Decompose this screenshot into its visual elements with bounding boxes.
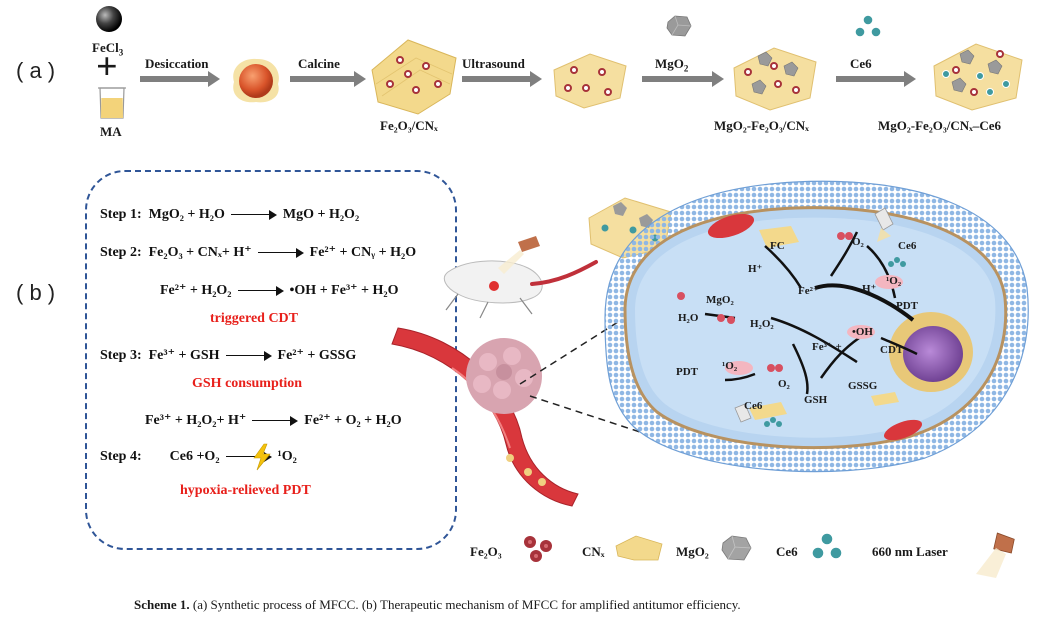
panel-a-arrows <box>140 71 916 87</box>
arrow-calcine <box>290 71 366 87</box>
product-fe2o3-cnx: Fe₂O₃/CNₓ <box>380 118 438 133</box>
legend-fe2o3-label: Fe₂O₃ <box>470 544 502 559</box>
cell-label-gssg: GSSG <box>848 380 878 392</box>
label-gsh-consumption: GSH consumption <box>192 376 303 391</box>
arrow-desiccation <box>140 71 220 87</box>
legend-ce6-label: Ce6 <box>776 544 798 559</box>
legend-cnx-label: CNₓ <box>582 544 605 559</box>
label-mgo2: MgO2 <box>655 56 689 74</box>
cell-label-singlet-top: ¹O₂ <box>886 275 902 287</box>
arrow-mgo2 <box>642 71 724 87</box>
cell-label-ce6-top: Ce6 <box>898 240 917 252</box>
fe2o3-cnx-sheet <box>371 39 457 115</box>
label-triggered-cdt: triggered CDT <box>210 311 298 326</box>
beaker-icon <box>98 87 126 119</box>
arrow-ce6 <box>836 71 916 87</box>
panel-a-label: ( a ) <box>16 58 56 83</box>
cell-label-o2-mid: O₂ <box>778 378 790 390</box>
label-hypoxia-relieved-pdt: hypoxia-relieved PDT <box>180 483 311 498</box>
fecl3-sphere-icon <box>96 6 122 32</box>
laser-pointer-icon <box>734 207 894 423</box>
product-mgo2-fe2o3-cnx: MgO₂-Fe₂O₃/CNₓ <box>714 118 809 133</box>
tumor-cell <box>604 180 1029 473</box>
cell-label-cdt: CDT <box>880 344 904 356</box>
ce6-cluster-icon <box>854 14 882 38</box>
cell-label-h2o2: H₂O₂ <box>750 318 774 330</box>
cell-label-ce6-bottom: Ce6 <box>744 400 763 412</box>
arrow-ultrasound <box>462 71 542 87</box>
cell-label-o2-top: O₂ <box>852 236 864 248</box>
product-mgo2-fe2o3-cnx-ce6: MgO₂-Fe₂O₃/CNₓ–Ce6 <box>878 118 1001 133</box>
reagent-ma: MA <box>100 124 122 139</box>
plus-sign: + <box>96 46 118 88</box>
label-calcine: Calcine <box>298 56 340 71</box>
ce6-particles-icon <box>811 532 843 560</box>
cell-label-singlet-left: ¹O₂ <box>722 360 738 372</box>
nucleus-icon <box>889 312 973 392</box>
cnx-sheet-icon <box>615 535 663 561</box>
mitochondria-icon <box>707 213 922 441</box>
panel-b-label: ( b ) <box>16 280 56 305</box>
mgo2-cluster-icon <box>721 535 752 561</box>
cell-label-pdt-right: PDT <box>896 300 918 312</box>
fe2o3-particles-icon <box>524 536 552 562</box>
equation-o2-generation: Fe³⁺ + H₂O₂+ H⁺Fe²⁺ + O₂ + H₂O <box>145 413 402 428</box>
cell-label-fe2: Fe²⁺ <box>798 285 819 297</box>
cell-label-fc: FC <box>770 240 785 252</box>
tumor-icon <box>466 338 542 414</box>
reagent-fecl3: FeCl3 <box>92 40 124 58</box>
lightning-icon <box>253 443 271 471</box>
equation-fenton: Fe²⁺ + H₂O₂•OH + Fe³⁺ + H₂O <box>160 283 399 298</box>
mgo2-rock-icon <box>666 15 692 37</box>
laser-icon <box>976 532 1015 578</box>
cell-label-h2o: H₂O <box>678 312 699 324</box>
cell-label-mgo2: MgO₂ <box>706 294 734 306</box>
ultrasound-sheet <box>553 53 627 109</box>
mouse-illustration <box>443 236 598 319</box>
legend-mgo2-label: MgO₂ <box>676 544 709 559</box>
cell-label-hplus-1: H⁺ <box>748 263 763 275</box>
blood-vessel-tumor <box>391 327 579 507</box>
mgo2-fe2o3-cnx-sheet <box>733 47 817 111</box>
figure-caption: Scheme 1. (a) Synthetic process of MFCC.… <box>134 597 741 612</box>
cell-label-gsh: GSH <box>804 394 828 406</box>
cell-label-fe3: Fe³⁺ + <box>812 341 842 353</box>
cell-label-pdt-left: PDT <box>676 366 698 378</box>
mgo2-fe2o3-cnx-ce6-sheet <box>933 43 1023 111</box>
cell-label-oh: •OH <box>852 326 873 338</box>
desiccated-sphere-icon <box>233 58 279 103</box>
equation-step-2: Step 2: Fe₂O₃ + CNₓ+ H⁺Fe²⁺ + CNᵧ + H₂O <box>100 245 417 260</box>
label-desiccation: Desiccation <box>145 56 209 71</box>
label-ultrasound: Ultrasound <box>462 56 525 71</box>
legend-laser-label: 660 nm Laser <box>872 544 948 559</box>
cell-label-hplus-2: H⁺ <box>862 283 877 295</box>
label-ce6: Ce6 <box>850 56 872 71</box>
